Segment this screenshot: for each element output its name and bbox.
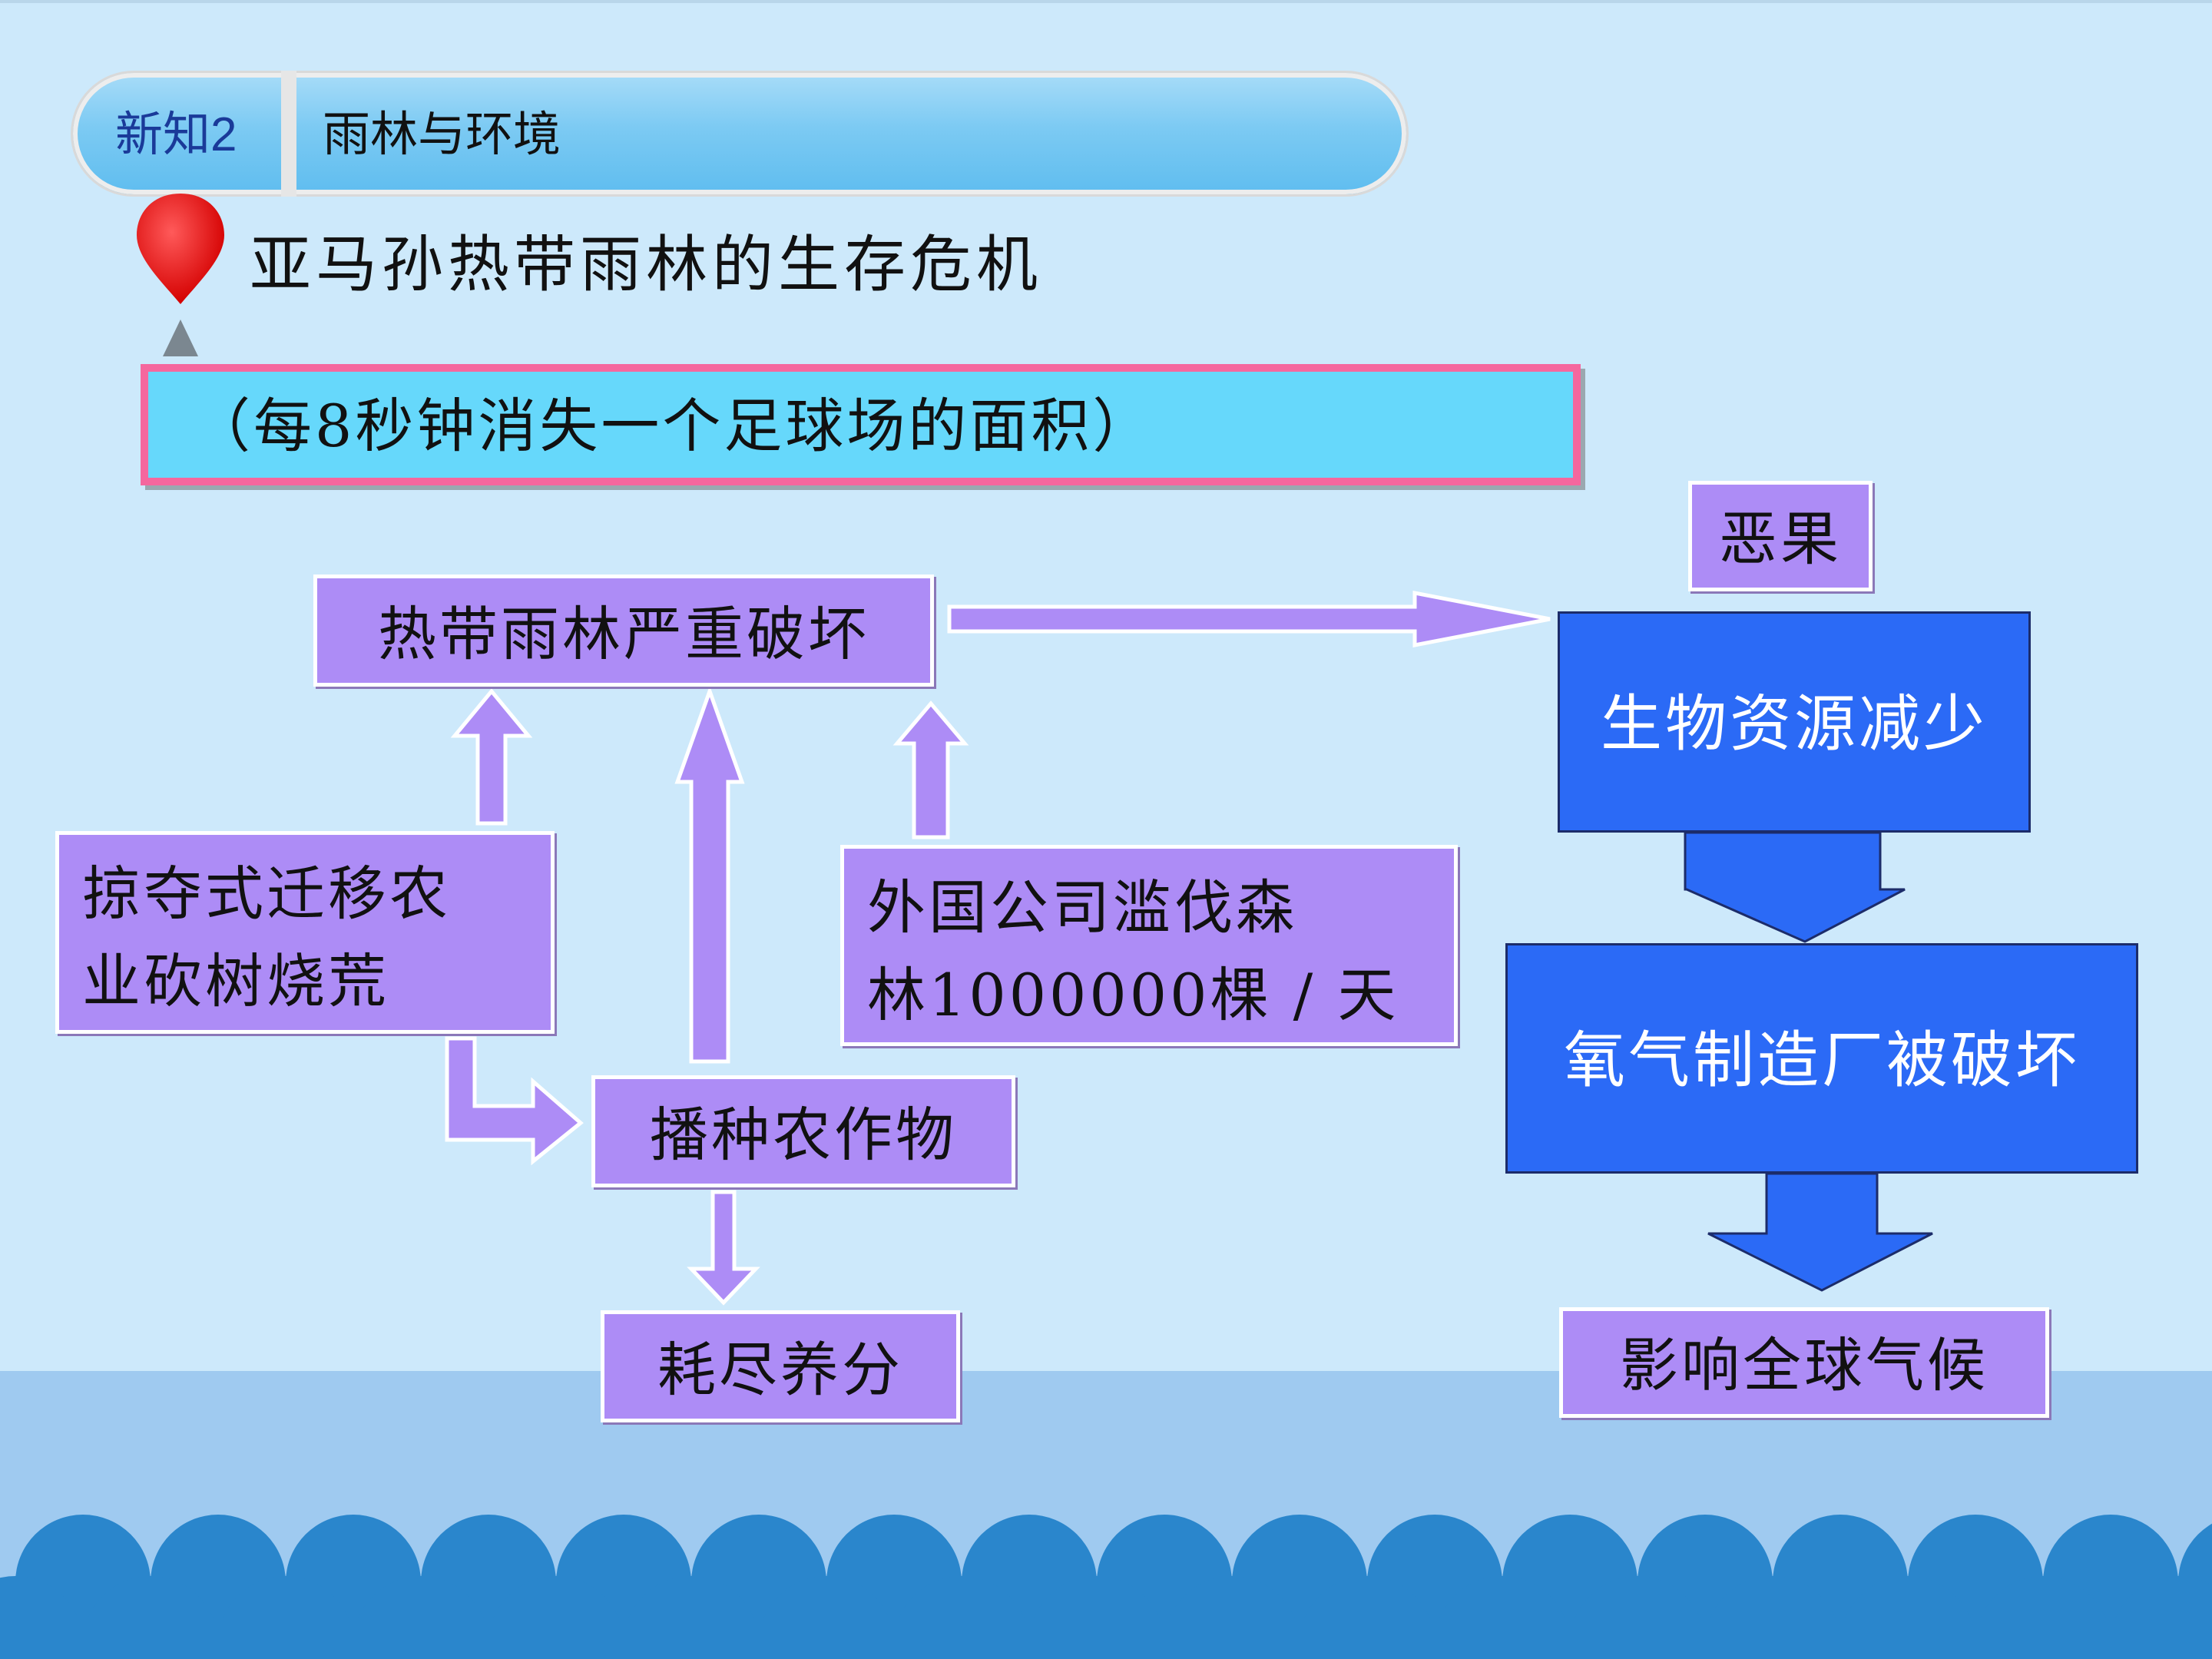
section-badge: 新知2: [115, 100, 276, 169]
stat-banner: [141, 364, 1581, 485]
stat-banner-text: （每8秒钟消失一个足球场的面积）: [192, 392, 1154, 460]
arrow-oxygen-to-climate: [1707, 1172, 1933, 1292]
box-slash-and-burn-line2: 业砍树烧荒: [82, 947, 389, 1015]
box-global-climate: 影响全球气候: [1559, 1307, 2049, 1418]
box-foreign-logging-line2: 林1000000棵 / 天: [867, 961, 1399, 1029]
box-foreign-logging: 外国公司滥伐森 林1000000棵 / 天: [840, 845, 1458, 1046]
arrow-slashburn-to-damage: [450, 688, 533, 826]
arrow-crops-to-damage: [674, 685, 745, 1064]
arrow-slashburn-to-crops: [445, 1036, 584, 1166]
map-pin-icon: [137, 194, 224, 356]
box-bio-resources: 生物资源减少: [1558, 611, 2031, 833]
box-slash-and-burn-line1: 掠夺式迁移农: [82, 859, 451, 928]
top-border-line: [0, 0, 2212, 3]
box-rainforest-damage: 热带雨林严重破坏: [313, 575, 934, 687]
box-consequence-label: 恶果: [1688, 481, 1873, 591]
box-foreign-logging-line1: 外国公司滥伐森: [867, 873, 1297, 942]
header-divider: [281, 71, 296, 197]
arrow-bio-to-oxygen: [1684, 831, 1906, 943]
main-title: 亚马孙热带雨林的生存危机: [250, 229, 1042, 300]
decorative-waves: [0, 1515, 2212, 1659]
arrow-damage-to-effects: [947, 590, 1551, 648]
box-oxygen-factory-text: 氧气制造厂被破坏: [1564, 1025, 2080, 1096]
box-global-climate-text: 影响全球气候: [1620, 1331, 1988, 1399]
box-consequence-label-text: 恶果: [1719, 505, 1842, 573]
box-slash-and-burn: 掠夺式迁移农 业砍树烧荒: [55, 831, 555, 1034]
box-deplete-nutrients-text: 耗尽养分: [657, 1336, 903, 1404]
box-oxygen-factory: 氧气制造厂被破坏: [1505, 943, 2138, 1174]
arrow-crops-to-nutrients: [687, 1190, 760, 1306]
box-bio-resources-text: 生物资源减少: [1601, 688, 1988, 760]
box-plant-crops-text: 播种农作物: [650, 1101, 957, 1169]
box-rainforest-damage-text: 热带雨林严重破坏: [378, 600, 869, 668]
arrow-logging-to-damage: [892, 700, 969, 839]
section-badge-number: 2: [210, 108, 237, 161]
section-title: 雨林与环境: [323, 106, 561, 162]
section-badge-label: 新知: [115, 106, 211, 162]
box-deplete-nutrients: 耗尽养分: [601, 1310, 960, 1422]
box-plant-crops: 播种农作物: [591, 1075, 1015, 1187]
wave-base: [0, 1621, 2212, 1659]
